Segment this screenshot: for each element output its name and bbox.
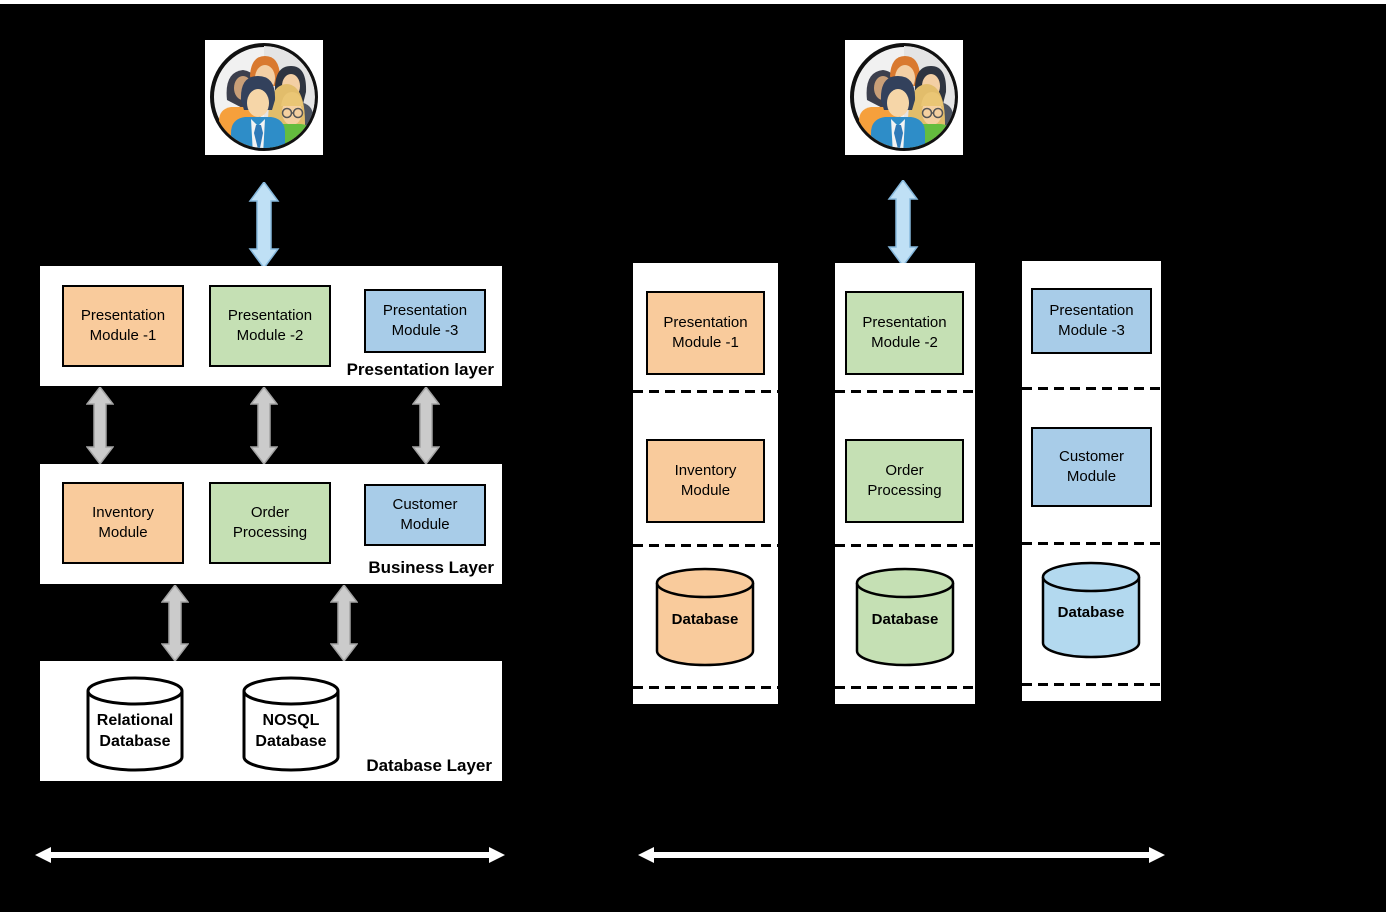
cylinder-label: Relational	[96, 712, 174, 729]
presentation-module-3-box: Presentation Module -3	[364, 289, 486, 353]
cylinder-label: Database	[871, 611, 939, 628]
module-label: Module -1	[89, 327, 157, 344]
module-label: Customer	[392, 495, 458, 513]
dashed-divider	[1022, 387, 1161, 390]
business-layer-panel: Inventory Module Order Processing Custom…	[40, 464, 502, 584]
customer-module-box: Customer Module	[1031, 427, 1152, 507]
service-database-cylinder: Database	[1040, 561, 1142, 661]
service-database-cylinder: Database	[654, 566, 756, 669]
cylinder-label: Database	[255, 732, 327, 750]
dashed-divider	[633, 390, 778, 393]
module-label: Module -3	[391, 322, 459, 339]
business-layer-label: Business Layer	[368, 558, 494, 577]
dashed-divider	[633, 544, 778, 547]
cylinder-label: Database	[99, 732, 171, 750]
customer-module-box: Customer Module	[364, 484, 486, 546]
database-layer-label: Database Layer	[366, 756, 492, 775]
module-label: Module -1	[672, 334, 739, 351]
relational-database-cylinder: Relational Database	[85, 675, 185, 773]
cylinder-label: NOSQL	[262, 712, 320, 729]
dashed-divider	[1022, 683, 1161, 686]
users-icon	[205, 40, 323, 155]
order-processing-box: Order Processing	[209, 482, 331, 564]
module-label: Order	[885, 461, 924, 479]
presentation-module-1-box: Presentation Module -1	[62, 285, 184, 367]
module-label: Module	[98, 524, 148, 541]
dashed-divider	[835, 686, 975, 689]
microservice-column-3: Presentation Module -3 Customer Module D…	[1022, 261, 1161, 701]
users-icon	[845, 40, 963, 155]
order-processing-box: Order Processing	[845, 439, 964, 523]
module-label: Module -2	[236, 327, 304, 344]
module-label: Presentation	[862, 313, 947, 331]
module-label: Presentation	[382, 301, 468, 319]
presentation-layer-label: Presentation layer	[346, 360, 494, 379]
users-presentation-bidirectional-arrow	[248, 182, 280, 268]
presentation-module-3-box: Presentation Module -3	[1031, 288, 1152, 354]
microservice-column-1: Presentation Module -1 Inventory Module …	[633, 263, 778, 704]
microservices-span-arrow	[638, 847, 1165, 863]
module-label: Customer	[1058, 447, 1125, 465]
top-border-strip	[0, 0, 1386, 4]
module-label: Presentation	[663, 313, 748, 331]
layer-bidirectional-arrow	[86, 387, 114, 464]
service-database-cylinder: Database	[854, 566, 956, 669]
module-label: Presentation	[227, 306, 313, 324]
inventory-module-box: Inventory Module	[646, 439, 765, 523]
layer-bidirectional-arrow	[250, 387, 278, 464]
module-label: Processing	[867, 482, 942, 499]
module-label: Processing	[232, 524, 308, 541]
cylinder-label: Database	[671, 611, 739, 628]
module-label: Inventory	[674, 461, 737, 479]
dashed-divider	[1022, 542, 1161, 545]
module-label: Module -3	[1058, 322, 1125, 339]
module-label: Module	[1066, 468, 1117, 485]
monolith-span-arrow	[35, 847, 505, 863]
microservice-column-2: Presentation Module -2 Order Processing …	[835, 263, 975, 704]
module-label: Presentation	[80, 306, 166, 324]
module-label: Module	[400, 516, 450, 533]
presentation-module-2-box: Presentation Module -2	[845, 291, 964, 375]
inventory-module-box: Inventory Module	[62, 482, 184, 564]
module-label: Order	[250, 503, 290, 521]
layer-bidirectional-arrow	[330, 585, 358, 661]
cylinder-label: Database	[1057, 604, 1125, 621]
module-label: Module	[680, 482, 731, 499]
module-label: Module -2	[871, 334, 938, 351]
module-label: Presentation	[1049, 301, 1134, 319]
nosql-database-cylinder: NOSQL Database	[241, 675, 341, 773]
presentation-module-1-box: Presentation Module -1	[646, 291, 765, 375]
layer-bidirectional-arrow	[161, 585, 189, 661]
presentation-module-2-box: Presentation Module -2	[209, 285, 331, 367]
database-layer-panel: Relational Database NOSQL Database Datab…	[40, 661, 502, 781]
layer-bidirectional-arrow	[412, 387, 440, 464]
dashed-divider	[835, 544, 975, 547]
users-service-bidirectional-arrow	[887, 180, 919, 266]
presentation-layer-panel: Presentation Module -1 Presentation Modu…	[40, 266, 502, 386]
dashed-divider	[633, 686, 778, 689]
dashed-divider	[835, 390, 975, 393]
module-label: Inventory	[92, 503, 154, 521]
